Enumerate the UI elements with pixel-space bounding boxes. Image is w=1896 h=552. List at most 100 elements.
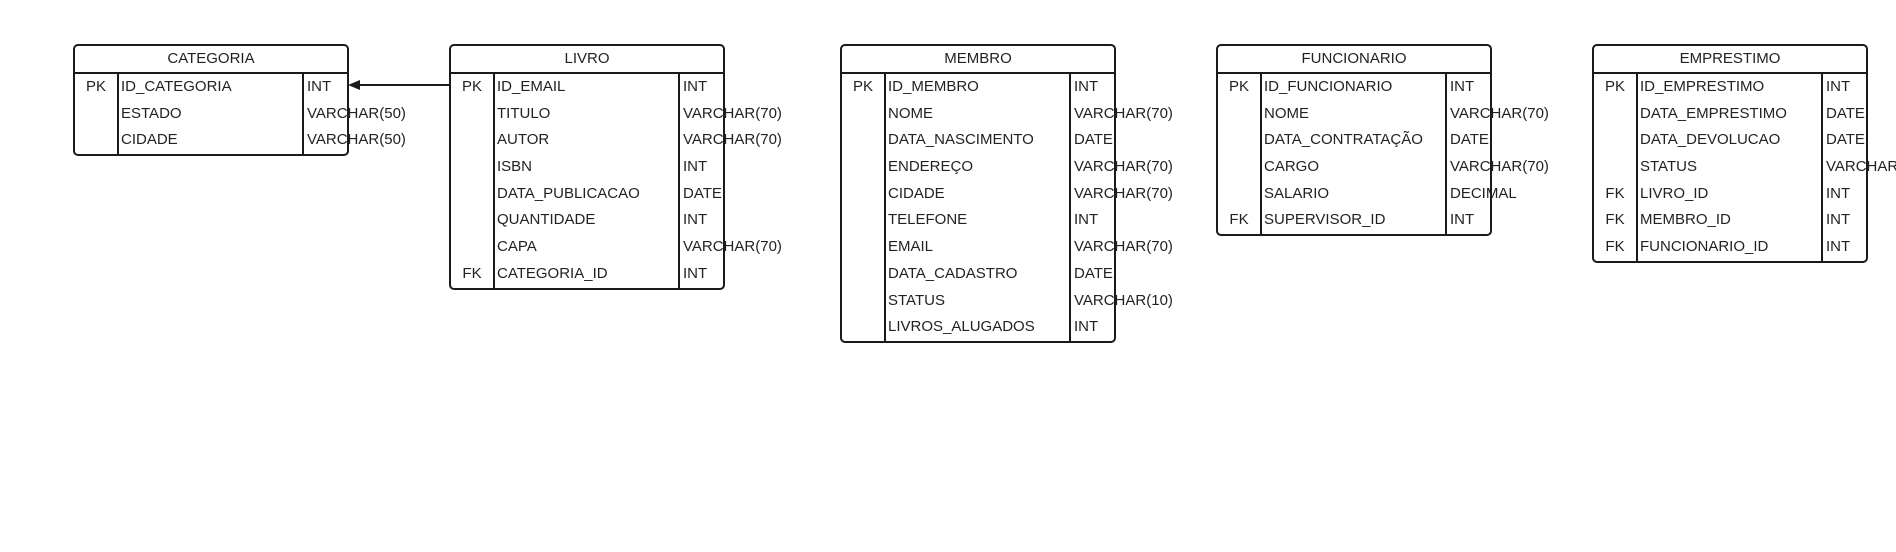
- field-type: DECIMAL: [1450, 184, 1517, 202]
- field-name: NOME: [1264, 104, 1309, 122]
- field-name: CIDADE: [888, 184, 945, 202]
- field-name: DATA_CONTRATAÇÃO: [1264, 131, 1423, 149]
- field-name: STATUS: [1640, 158, 1697, 176]
- entity-row: STATUS VARCHAR: [1594, 154, 1896, 181]
- field-type: INT: [1826, 238, 1851, 256]
- field-name: ID_EMPRESTIMO: [1640, 78, 1765, 95]
- field-type: DATE: [1074, 131, 1113, 149]
- entity-rows: PK ID_CATEGORIA INT ESTADO VARCHAR(50) CIDA…: [75, 74, 406, 155]
- field-type: INT: [1450, 211, 1475, 229]
- key-label: PK: [852, 78, 873, 95]
- field-name: TITULO: [497, 104, 551, 122]
- field-name: QUANTIDADE: [497, 211, 596, 229]
- field-type: VARCHAR(70): [1074, 238, 1173, 256]
- field-name: DATA_PUBLICACAO: [497, 184, 640, 202]
- entity-row: PK ID_CATEGORIA INT: [75, 74, 347, 101]
- entity-title: EMPRESTIMO: [1594, 46, 1866, 74]
- type-column-divider: [1069, 74, 1071, 341]
- field-name: ENDEREÇO: [888, 158, 974, 176]
- field-type: VARCHAR(50): [307, 131, 406, 149]
- field-type: INT: [1074, 211, 1099, 229]
- entity-title: MEMBRO: [842, 46, 1114, 74]
- field-name: LIVRO_ID: [1640, 184, 1709, 202]
- key-column-divider: [117, 74, 119, 155]
- entity-row: CIDADE VARCHAR(70): [842, 181, 1173, 208]
- key-label: FK: [462, 264, 482, 282]
- key-label: PK: [1604, 78, 1625, 95]
- key-column-divider: [1260, 74, 1262, 235]
- field-type: INT: [1826, 211, 1851, 229]
- field-name: ISBN: [497, 158, 533, 176]
- field-type: VARCHAR(50): [307, 104, 406, 122]
- field-name: TELEFONE: [888, 211, 968, 229]
- field-name: DATA_DEVOLUCAO: [1640, 131, 1781, 149]
- type-column-divider: [678, 74, 680, 288]
- entity-row: STATUS VARCHAR(10): [842, 288, 1173, 315]
- field-name: EMAIL: [888, 238, 934, 256]
- key-label: PK: [1228, 78, 1249, 95]
- field-type: DATE: [1826, 131, 1865, 149]
- field-type: INT: [683, 211, 708, 229]
- entity-row: TELEFONE INT: [842, 207, 1114, 234]
- field-name: ID_CATEGORIA: [121, 78, 232, 95]
- field-type: INT: [1826, 78, 1851, 95]
- field-type: INT: [1826, 184, 1851, 202]
- key-label: FK: [1605, 238, 1625, 256]
- field-type: INT: [683, 78, 708, 95]
- field-name: CAPA: [497, 238, 537, 256]
- key-column-divider: [884, 74, 886, 341]
- field-type: VARCHAR: [1826, 158, 1896, 176]
- type-column-divider: [302, 74, 304, 155]
- field-type: VARCHAR(10): [1074, 291, 1173, 309]
- field-type: INT: [307, 78, 332, 95]
- entity-row: CARGO VARCHAR(70): [1218, 154, 1549, 181]
- field-type: INT: [683, 158, 708, 176]
- field-name: STATUS: [888, 291, 945, 309]
- field-type: VARCHAR(70): [683, 238, 782, 256]
- field-type: VARCHAR(70): [683, 131, 782, 149]
- field-type: DATE: [1450, 131, 1489, 149]
- field-type: VARCHAR(70): [1450, 158, 1549, 176]
- field-name: FUNCIONARIO_ID: [1640, 238, 1769, 256]
- field-name: CARGO: [1264, 158, 1320, 176]
- entity-row: DATA_PUBLICACAO DATE: [451, 181, 723, 208]
- entity-row: LIVROS_ALUGADOS INT: [842, 314, 1114, 341]
- key-label: PK: [85, 78, 106, 95]
- field-type: INT: [1074, 318, 1099, 336]
- key-label: PK: [461, 78, 482, 95]
- field-name: DATA_EMPRESTIMO: [1640, 104, 1787, 122]
- field-name: DATA_CADASTRO: [888, 264, 1018, 282]
- field-name: DATA_NASCIMENTO: [888, 131, 1034, 149]
- entity-row: EMAIL VARCHAR(70): [842, 234, 1173, 261]
- field-name: CATEGORIA_ID: [497, 264, 608, 282]
- field-name: LIVROS_ALUGADOS: [888, 318, 1035, 336]
- entity-row: CAPA VARCHAR(70): [451, 234, 782, 261]
- arrowhead-icon: [348, 80, 360, 90]
- field-type: VARCHAR(70): [1074, 184, 1173, 202]
- type-column-divider: [1821, 74, 1823, 261]
- key-label: FK: [1229, 211, 1249, 229]
- entity-row: DATA_DEVOLUCAO DATE: [1594, 127, 1866, 154]
- field-type: DATE: [683, 184, 722, 202]
- entity-emprestimo[interactable]: EMPRESTIMO PK ID_EMPRESTIMO INT DATA_EMPRE…: [1592, 44, 1896, 263]
- field-name: ESTADO: [121, 104, 182, 122]
- field-type: INT: [1074, 78, 1099, 95]
